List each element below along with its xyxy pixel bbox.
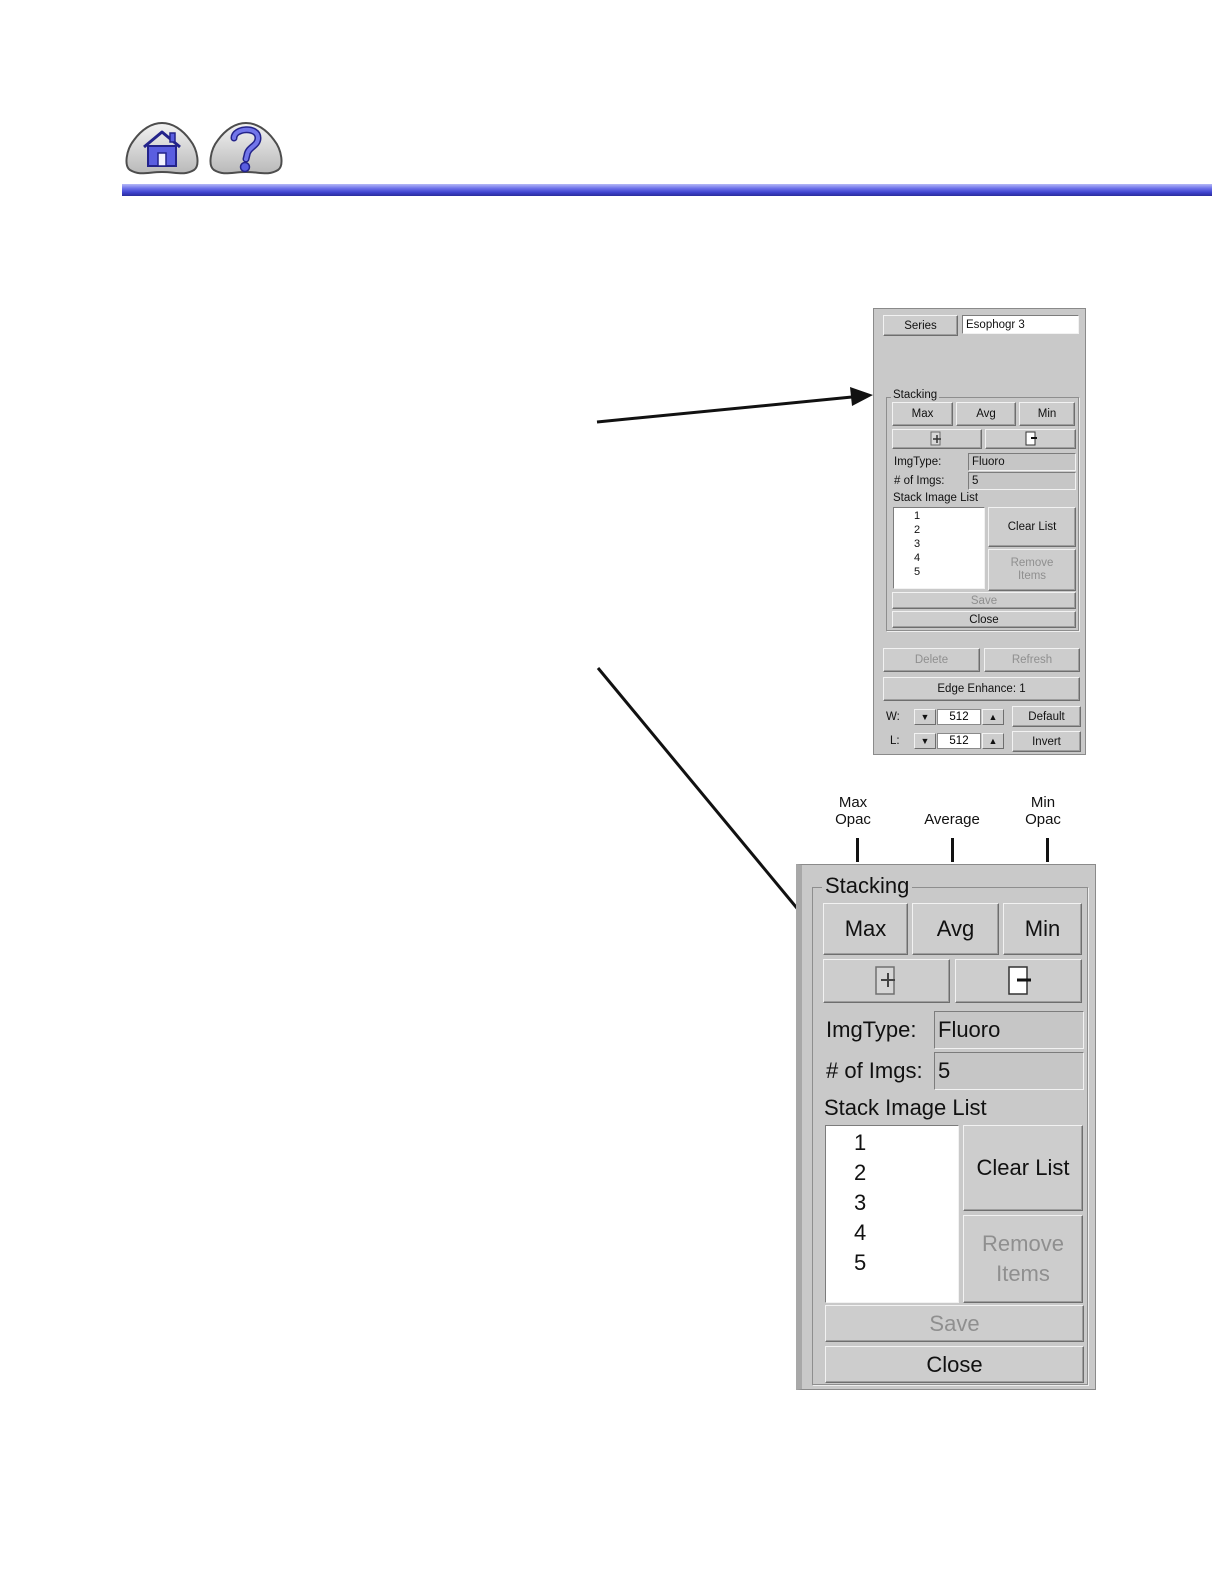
window-level-value[interactable]: 512 bbox=[937, 733, 981, 749]
add-image-pointer-arrow bbox=[596, 667, 827, 943]
question-mark-icon bbox=[209, 121, 283, 175]
list-item[interactable]: 5 bbox=[914, 566, 921, 578]
stacking-arrowhead bbox=[850, 387, 873, 406]
remove-image-icon bbox=[1025, 431, 1037, 446]
remove-items-label-line1: Remove bbox=[1010, 557, 1054, 569]
callout-leader-line bbox=[856, 838, 859, 862]
list-item[interactable]: 1 bbox=[854, 1130, 867, 1155]
default-button[interactable]: Default bbox=[1012, 706, 1081, 727]
window-level-increase-button[interactable]: ▲ bbox=[982, 733, 1004, 749]
window-width-value[interactable]: 512 bbox=[937, 709, 981, 725]
list-item[interactable]: 2 bbox=[854, 1160, 867, 1185]
list-item[interactable]: 1 bbox=[914, 510, 921, 522]
add-image-button[interactable] bbox=[823, 959, 950, 1003]
remove-items-label-line2: Items bbox=[996, 1261, 1050, 1286]
edge-enhance-button[interactable]: Edge Enhance: 1 bbox=[883, 677, 1080, 701]
stacking-detail-panel: Stacking Max Avg Min ImgType: Fluoro # o… bbox=[796, 864, 1096, 1390]
triangle-up-icon: ▲ bbox=[988, 712, 998, 722]
max-opacity-button[interactable]: Max bbox=[892, 402, 953, 426]
remove-items-button[interactable]: Remove Items bbox=[963, 1215, 1083, 1303]
remove-items-label-line1: Remove bbox=[982, 1231, 1064, 1256]
header-rule bbox=[122, 184, 1212, 196]
list-item[interactable]: 4 bbox=[854, 1220, 867, 1245]
invert-button[interactable]: Invert bbox=[1012, 731, 1081, 752]
stack-image-list[interactable]: 1 2 3 4 5 bbox=[893, 507, 985, 589]
min-opac-callout: Min Opac bbox=[1012, 794, 1074, 828]
series-field[interactable]: Esophogr 3 bbox=[962, 315, 1079, 334]
window-width-increase-button[interactable]: ▲ bbox=[982, 709, 1004, 725]
home-button[interactable] bbox=[124, 120, 200, 178]
stacking-group bbox=[812, 887, 1088, 1385]
callout-text: Opac bbox=[1025, 811, 1061, 828]
viewer-control-panel: Series Esophogr 3 Stacking Max Avg Min I… bbox=[873, 308, 1086, 755]
callout-text: Opac bbox=[835, 811, 871, 828]
list-item[interactable]: 3 bbox=[914, 538, 921, 550]
list-item[interactable]: 2 bbox=[914, 524, 921, 536]
window-level-label: L: bbox=[890, 735, 900, 747]
average-button[interactable]: Avg bbox=[956, 402, 1016, 426]
remove-image-button[interactable] bbox=[955, 959, 1082, 1003]
imgtype-field: Fluoro bbox=[968, 453, 1076, 471]
callout-leader-line bbox=[1046, 838, 1049, 862]
triangle-up-icon: ▲ bbox=[988, 736, 998, 746]
home-icon bbox=[125, 121, 199, 175]
clear-list-button[interactable]: Clear List bbox=[988, 507, 1076, 547]
stacking-group-label: Stacking bbox=[891, 387, 940, 402]
window-width-decrease-button[interactable]: ▼ bbox=[914, 709, 936, 725]
add-image-icon bbox=[874, 966, 895, 995]
list-item[interactable]: 4 bbox=[914, 552, 921, 564]
stacking-pointer-arrow bbox=[596, 395, 853, 424]
series-button[interactable]: Series bbox=[883, 315, 958, 336]
stack-image-list[interactable]: 1 2 3 4 5 bbox=[825, 1125, 959, 1303]
clear-list-button[interactable]: Clear List bbox=[963, 1125, 1083, 1211]
average-callout: Average bbox=[910, 811, 994, 828]
stack-image-list-label: Stack Image List bbox=[824, 1095, 987, 1120]
imgtype-field: Fluoro bbox=[934, 1011, 1084, 1049]
min-opacity-button[interactable]: Min bbox=[1003, 903, 1082, 955]
remove-image-icon bbox=[1007, 966, 1031, 995]
window-width-label: W: bbox=[886, 711, 900, 723]
imgtype-label: ImgType: bbox=[826, 1017, 917, 1042]
add-image-button[interactable] bbox=[892, 429, 982, 449]
delete-button[interactable]: Delete bbox=[883, 648, 980, 672]
num-imgs-field: 5 bbox=[934, 1052, 1084, 1090]
close-button[interactable]: Close bbox=[825, 1346, 1084, 1383]
max-opac-callout: Max Opac bbox=[822, 794, 884, 828]
stacking-group bbox=[886, 397, 1079, 631]
help-button[interactable] bbox=[208, 120, 284, 178]
remove-items-label-line2: Items bbox=[1017, 570, 1047, 582]
stack-image-list-label: Stack Image List bbox=[893, 492, 979, 504]
imgtype-label: ImgType: bbox=[894, 456, 942, 468]
window-level-decrease-button[interactable]: ▼ bbox=[914, 733, 936, 749]
stacking-group-label: Stacking bbox=[822, 873, 913, 899]
list-item[interactable]: 3 bbox=[854, 1190, 867, 1215]
close-button[interactable]: Close bbox=[892, 611, 1076, 628]
num-imgs-label: # of Imgs: bbox=[894, 475, 945, 487]
triangle-down-icon: ▼ bbox=[920, 712, 930, 722]
remove-items-button[interactable]: Remove Items bbox=[988, 549, 1076, 591]
triangle-down-icon: ▼ bbox=[920, 736, 930, 746]
callout-text: Max bbox=[838, 794, 868, 811]
add-image-icon bbox=[930, 431, 941, 446]
list-item[interactable]: 5 bbox=[854, 1250, 867, 1275]
save-button[interactable]: Save bbox=[825, 1305, 1084, 1342]
save-button[interactable]: Save bbox=[892, 592, 1076, 609]
max-opacity-button[interactable]: Max bbox=[823, 903, 908, 955]
num-imgs-field: 5 bbox=[968, 472, 1076, 490]
callout-text: Min bbox=[1030, 794, 1056, 811]
callout-leader-line bbox=[951, 838, 954, 862]
refresh-button[interactable]: Refresh bbox=[984, 648, 1080, 672]
min-opacity-button[interactable]: Min bbox=[1019, 402, 1075, 426]
average-button[interactable]: Avg bbox=[912, 903, 999, 955]
callout-text: Average bbox=[924, 811, 980, 828]
remove-image-button[interactable] bbox=[985, 429, 1076, 449]
num-imgs-label: # of Imgs: bbox=[826, 1058, 923, 1083]
